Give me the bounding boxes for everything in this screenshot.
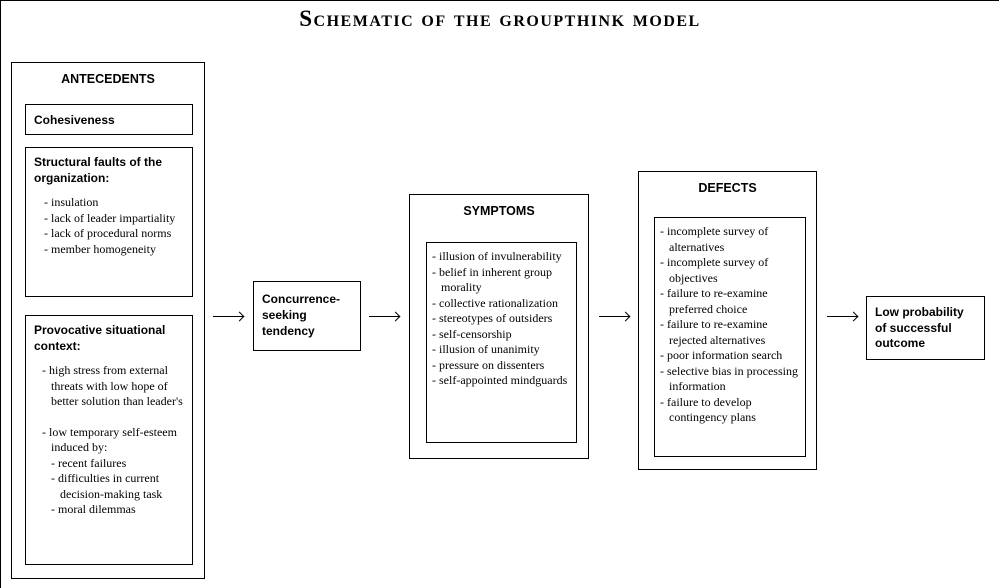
antecedents-header: ANTECEDENTS (61, 72, 155, 86)
list-item: - poor information search (660, 348, 783, 362)
list-item: - incomplete survey of alternatives (660, 224, 769, 254)
defects-box: DEFECTS - incomplete survey of alternati… (638, 171, 817, 470)
diagram-title: Schematic of the groupthink model (299, 6, 701, 31)
list-item: - difficulties in current decision-makin… (51, 471, 163, 501)
concurrence-tendency-label: Concurrence-seeking tendency (262, 292, 341, 338)
list-item: - member homogeneity (44, 241, 156, 256)
list-item: - incomplete survey of objectives (660, 255, 769, 285)
arrow-antecedents-to-concurrence (213, 316, 243, 317)
list-gap (42, 410, 184, 425)
list-item: - self-appointed mindguards (432, 373, 568, 387)
antecedents-box: ANTECEDENTS Cohesiveness Structural faul… (11, 62, 205, 579)
provocative-context-list: - high stress from external threats with… (42, 363, 184, 518)
defects-list-box: - incomplete survey of alternatives - in… (654, 217, 806, 457)
list-item: - recent failures (51, 455, 127, 470)
list-item: - collective rationalization (432, 295, 558, 310)
defects-list: - incomplete survey of alternatives - in… (660, 224, 801, 426)
list-item: - illusion of invulnerability (432, 249, 562, 263)
list-item: - failure to develop contingency plans (660, 394, 756, 425)
list-item: - failure to re-examine rejected alterna… (660, 317, 768, 347)
list-item: - selective bias in processing informati… (660, 363, 798, 394)
list-item: - insulation (44, 195, 99, 209)
arrow-concurrence-to-symptoms (369, 316, 399, 317)
provocative-context-box: Provocative situational context: - high … (25, 315, 193, 565)
structural-faults-heading: Structural faults of the organization: (34, 155, 163, 185)
cohesiveness-label: Cohesiveness (34, 112, 115, 127)
outcome-label: Low probability of successful outcome (875, 305, 964, 350)
concurrence-tendency-box: Concurrence-seeking tendency (253, 281, 361, 351)
symptoms-box: SYMPTOMS - illusion of invulnerability -… (409, 194, 589, 459)
structural-faults-list: - insulation - lack of leader impartiali… (44, 195, 184, 257)
cohesiveness-box: Cohesiveness (25, 104, 193, 135)
provocative-context-heading: Provocative situational context: (34, 323, 166, 353)
arrow-defects-to-outcome (827, 316, 857, 317)
list-item: - illusion of unanimity (432, 342, 540, 356)
list-item: - stereotypes of outsiders (432, 311, 553, 325)
list-item: - pressure on dissenters (432, 357, 545, 372)
symptoms-header: SYMPTOMS (463, 204, 535, 218)
list-item: - lack of procedural norms (44, 226, 172, 240)
list-item: - moral dilemmas (51, 502, 136, 516)
defects-header: DEFECTS (698, 181, 757, 195)
symptoms-list-box: - illusion of invulnerability - belief i… (426, 242, 577, 443)
list-item: - self-censorship (432, 326, 512, 341)
list-item: - low temporary self-esteem induced by: (42, 424, 177, 455)
list-item: - lack of leader impartiality (44, 210, 176, 225)
outcome-box: Low probability of successful outcome (866, 296, 985, 360)
list-item: - failure to re-examine preferred choice (660, 286, 768, 316)
structural-faults-box: Structural faults of the organization: -… (25, 147, 193, 297)
list-item: - belief in inherent group morality (432, 264, 552, 295)
symptoms-list: - illusion of invulnerability - belief i… (432, 249, 572, 389)
arrow-symptoms-to-defects (599, 316, 629, 317)
list-item: - high stress from external threats with… (42, 363, 183, 408)
